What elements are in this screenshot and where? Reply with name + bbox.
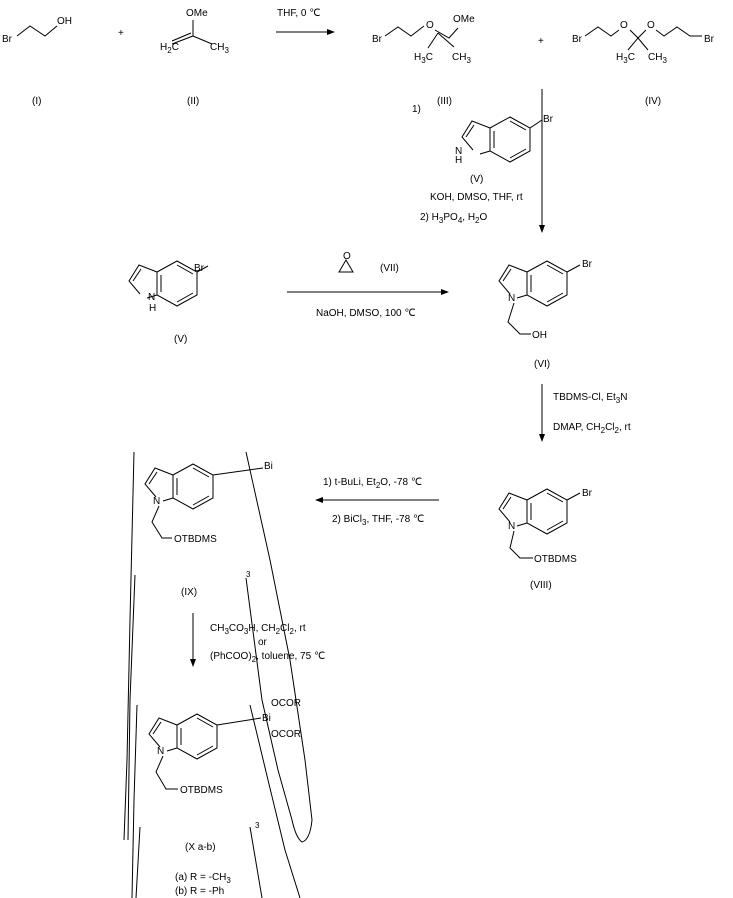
compound-label: (V) [470,174,483,185]
plus-sign: + [538,36,544,47]
compound-label: (I) [32,96,41,107]
atom-label: N [508,293,515,304]
reagent-text: 1) [412,104,421,115]
compound-label: (X a-b) [185,842,216,853]
arrow-step5: 1) t-BuLi, Et2O, -78 ℃ 2) BiCl3, THF, -7… [315,477,439,527]
reagent-text: 2) BiCl3, THF, -78 ℃ [332,514,424,527]
compound-VIII: Br N OTBDMS (VIII) [498,488,593,591]
atom-label: CH3 [210,42,229,55]
stray-lines [123,451,313,898]
compound-label: (IV) [645,96,661,107]
arrow-step2: 1) Br N H (V) KOH, DMSO, THF, rt 2) H3PO… [412,89,554,233]
compound-X: Bi OCOR OCOR N OTBDMS 3 (X a-b) (a) R = … [148,698,301,897]
reagent-text: 1) t-BuLi, Et2O, -78 ℃ [323,477,422,490]
atom-label: N [455,146,462,157]
atom-label: O [620,20,628,31]
atom-label: H2C [160,42,179,55]
compound-label: (V) [174,334,187,345]
atom-label: H3C [616,52,635,65]
compound-IX: Bi N OTBDMS (IX) 3 [144,461,273,598]
atom-label: Bi [264,461,273,472]
reagent-text: NaOH, DMSO, 100 ℃ [316,308,416,319]
atom-label: Br [194,263,205,274]
compound-V: Br N H (V) [128,260,209,345]
atom-label: N [153,496,160,507]
compound-VII-epoxide: O (VII) [338,251,399,274]
reagent-text: TBDMS-Cl, Et3N [553,392,627,405]
atom-label: OMe [186,8,208,19]
atom-label: O [426,20,434,31]
compound-V-reagent: Br N H (V) [455,114,554,185]
arrow-step6: CH3CO3H, CH2Cl2, rt or (PhCOO)2, toluene… [190,613,325,667]
atom-label: CH3 [648,52,667,65]
atom-label: OH [57,16,72,27]
atom-label: N [148,292,155,303]
atom-label: OTBDMS [180,785,223,796]
atom-label: OCOR [271,698,301,709]
atom-label: Br [2,34,13,45]
compound-II: OMe H2C CH3 (II) [160,8,229,107]
arrow-step1: THF, 0 ℃ [276,8,335,35]
atom-label: Br [372,34,383,45]
reagent-text: CH3CO3H, CH2Cl2, rt [210,623,306,636]
compound-III: Br O OMe H3C CH3 (III) [372,14,475,107]
reagent-text: DMAP, CH2Cl2, rt [553,422,631,435]
atom-label: OCOR [271,729,301,740]
reagent-text: (PhCOO)2, toluene, 75 ℃ [210,651,325,664]
compound-label: (II) [187,96,199,107]
compound-VI: Br N OH (VI) [498,259,593,370]
atom-label: H [149,303,156,314]
atom-label: N [508,521,515,532]
compound-IV: Br O O Br H3C CH3 (IV) [572,20,715,107]
compound-label: (III) [437,96,452,107]
compound-label: (VI) [534,359,550,370]
atom-label: N [157,746,164,757]
atom-label: O [343,251,351,262]
atom-label: OTBDMS [174,534,217,545]
atom-label: O [647,20,655,31]
arrow-step4: TBDMS-Cl, Et3N DMAP, CH2Cl2, rt [539,384,631,442]
compound-I: Br OH (I) [2,16,72,107]
atom-label: CH3 [452,52,471,65]
atom-label: Br [582,259,593,270]
reagent-text: KOH, DMSO, THF, rt [430,192,523,203]
plus-sign: + [118,28,124,39]
arrow-step3: O (VII) NaOH, DMSO, 100 ℃ [287,251,449,319]
atom-label: Br [582,488,593,499]
reagent-text: 2) H3PO4, H2O [420,212,488,225]
atom-label: OMe [453,14,475,25]
atom-label: Br [572,34,583,45]
atom-label: OH [532,330,547,341]
substituent-text: (a) R = -CH3 [175,872,231,885]
compound-label: (IX) [181,587,197,598]
reagent-text: or [258,637,268,648]
superscript-3: 3 [246,570,251,579]
atom-label: H3C [414,52,433,65]
superscript-3: 3 [255,821,260,830]
compound-label: (VIII) [530,580,552,591]
atom-label: Br [543,114,554,125]
compound-label: (VII) [380,263,399,274]
atom-label: OTBDMS [534,554,577,565]
atom-label: H [455,155,462,166]
substituent-text: (b) R = -Ph [175,886,224,897]
atom-label: Br [704,34,715,45]
reagent-text: THF, 0 ℃ [277,8,320,19]
